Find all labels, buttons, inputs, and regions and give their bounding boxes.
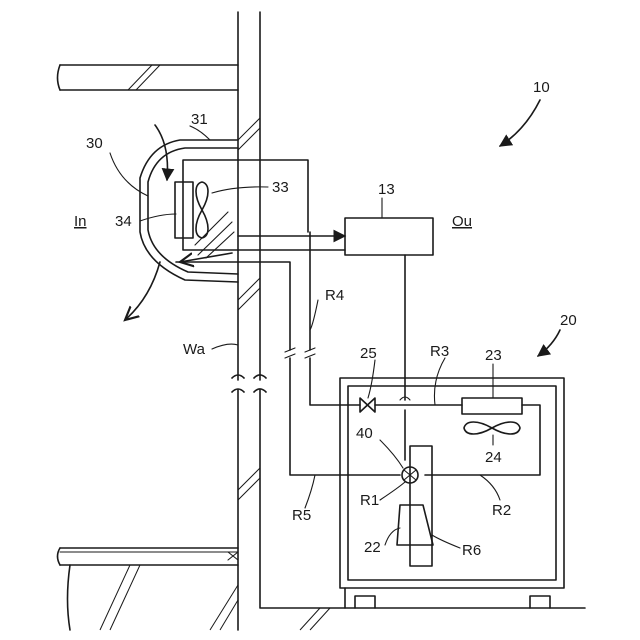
label-outdoor-fan: 24 (485, 449, 502, 466)
label-outdoor-space: Ou (452, 213, 472, 230)
discharge-arrow (180, 253, 232, 262)
label-device: 13 (378, 181, 395, 198)
label-pipe-r2: R2 (492, 502, 511, 519)
label-valve: 25 (360, 345, 377, 362)
label-system: 10 (533, 79, 550, 96)
label-pipe-r5: R5 (292, 507, 311, 524)
label-four-way-valve: 40 (356, 425, 373, 442)
label-pipe-r6: R6 (462, 542, 481, 559)
expansion-valve-icon (360, 398, 375, 412)
label-outdoor-unit: 20 (560, 312, 577, 329)
compressor-22 (397, 505, 433, 545)
indoor-fan-icon (196, 182, 208, 238)
outdoor-heat-exchanger (462, 398, 522, 414)
outdoor-unit-pointer-arrow (538, 330, 560, 356)
label-pipe-r3: R3 (430, 343, 449, 360)
label-pipe-r4: R4 (325, 287, 344, 304)
label-outdoor-hx: 23 (485, 347, 502, 364)
label-indoor-unit: 30 (86, 135, 103, 152)
accumulator (410, 446, 432, 566)
airflow-in-arrow (155, 125, 168, 180)
label-compressor: 22 (364, 539, 381, 556)
airflow-out-arrow (125, 262, 160, 320)
leader-lines (110, 126, 500, 548)
system-pointer-arrow (500, 100, 540, 146)
label-wall: Wa (183, 341, 206, 358)
label-indoor-space: In (74, 213, 87, 230)
outdoor-fan-icon (464, 422, 520, 434)
building-wall (58, 12, 586, 630)
label-heat-exchanger: 34 (115, 213, 132, 230)
indoor-heat-exchanger (175, 182, 193, 238)
label-pipe-r1: R1 (360, 492, 379, 509)
label-fan: 33 (272, 179, 289, 196)
label-casing: 31 (191, 111, 208, 128)
device-13-box (345, 218, 433, 255)
